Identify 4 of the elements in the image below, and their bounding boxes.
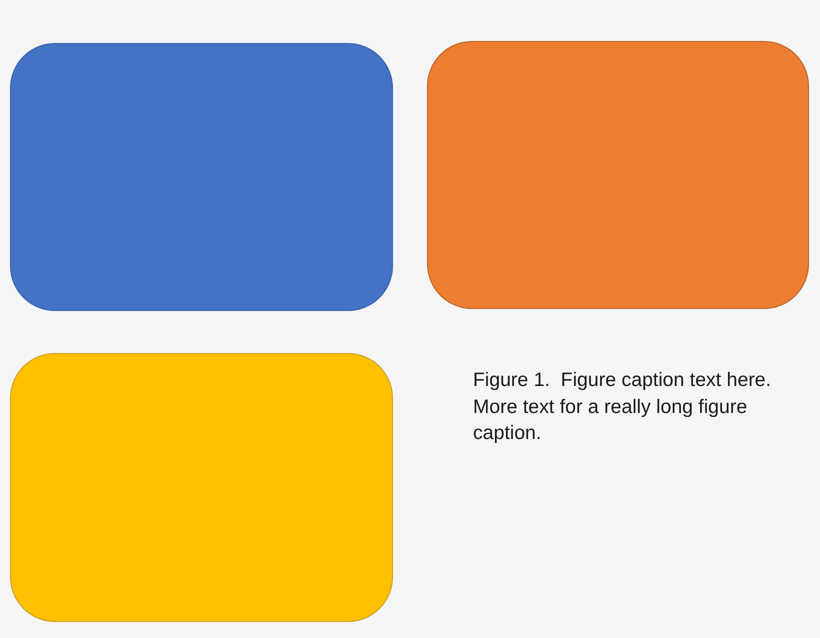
figure-caption: Figure 1. Figure caption text here. More text for a really long figure caption. [473, 368, 772, 446]
rounded-rectangle [10, 43, 393, 311]
rounded-rectangle [10, 353, 393, 622]
rounded-rectangle [427, 41, 809, 309]
